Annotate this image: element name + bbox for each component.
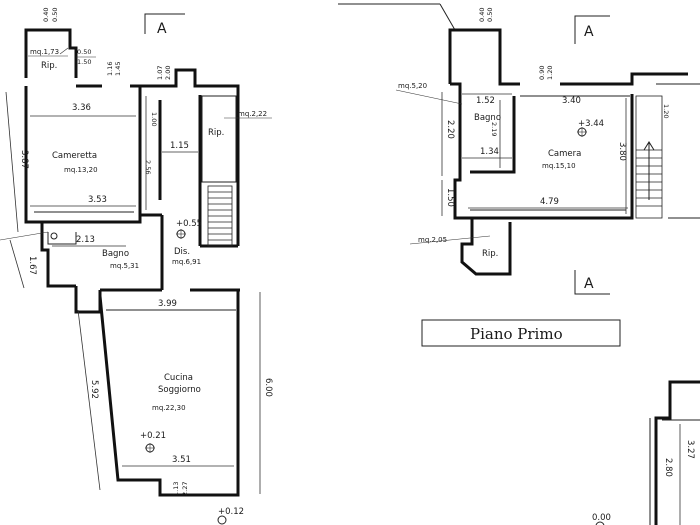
dim-cucina-right: 6.00 <box>263 378 273 397</box>
caption-piano-primo: Piano Primo <box>421 319 621 347</box>
room-cucina-area: mq.22,30 <box>152 404 186 412</box>
ff-room-camera: 3.40 +3.44 Camera mq.15,10 4.79 3.80 1.2… <box>468 96 670 214</box>
room-disimpegno: +0.55 Dis. mq.6,91 <box>172 219 202 266</box>
corridor-dims: 1.00 1.15 2.56 <box>144 96 198 210</box>
ff-bagno-name: Bagno <box>474 113 501 123</box>
section-marker-bottom-right: A <box>574 270 610 295</box>
dim-cameretta-bottom: 3.53 <box>88 195 107 205</box>
ground-floor-stair <box>207 185 233 247</box>
storage-top-area: mq.1,73 <box>30 48 59 56</box>
dim-bagno-height: 1.67 <box>27 256 37 275</box>
ff-dim-top-a: 0.40 <box>478 8 486 22</box>
ground-floor-plan: A mq.1,73 Rip. 0.50 1.50 0.40 0.50 1.16 … <box>0 8 273 525</box>
dim-cameretta-top: 3.36 <box>72 103 91 113</box>
ff-room-bagno: mq.5,20 1.52 Bagno 2.19 1.34 2.20 1.50 <box>395 82 512 216</box>
dim-rip-w2: 1.50 <box>77 58 91 66</box>
ff-dim-150: 1.50 <box>445 188 455 207</box>
room-bagno: 2.13 Bagno mq.5,31 1.67 <box>0 231 139 289</box>
room-bagno-area: mq.5,31 <box>110 262 139 270</box>
partial-dim-280: 2.80 <box>663 458 673 477</box>
ff-level-344: +3.44 <box>578 119 604 129</box>
ff-dim-220: 2.20 <box>445 120 455 139</box>
dim-116: 1.16 <box>106 62 114 76</box>
dim-cameretta-height: 3.87 <box>19 150 29 169</box>
dim-top-b: 0.50 <box>51 8 59 22</box>
storage-top: mq.1,73 Rip. 0.50 1.50 <box>24 28 96 78</box>
caption-text: Piano Primo <box>470 325 563 343</box>
ff-dim-top-b: 0.50 <box>486 8 494 22</box>
ff-dim-219: 2.19 <box>490 122 498 136</box>
first-floor-stair <box>635 83 700 219</box>
ff-rip-area: mq.2,05 <box>418 236 447 244</box>
partial-dim-327: 3.27 <box>685 440 695 459</box>
dim-100: 1.00 <box>150 112 158 126</box>
ff-rip-name: Rip. <box>482 249 498 259</box>
dim-115: 1.15 <box>170 141 189 151</box>
dim-cucina-left: 5.92 <box>89 380 99 399</box>
level-021: +0.21 <box>140 431 166 441</box>
ff-room-rip: Rip. mq.2,05 <box>409 218 512 276</box>
ff-dim-134: 1.34 <box>480 147 499 157</box>
dim-145: 1.45 <box>114 62 122 76</box>
storage-right-name: Rip. <box>208 128 224 138</box>
dim-rip-w1: 0.50 <box>77 48 91 56</box>
dim-top-a: 0.40 <box>42 8 50 22</box>
section-marker-top-right: A <box>574 15 610 44</box>
partial-level: 0.00 <box>592 513 611 523</box>
storage-right-area: mq.2,22 <box>238 110 267 118</box>
ff-dim-152: 1.52 <box>476 96 495 106</box>
ff-dim-380: 3.80 <box>617 142 627 161</box>
dim-256: 2.56 <box>144 160 152 174</box>
section-marker-top-left: A <box>144 13 185 37</box>
room-cameretta-name: Cameretta <box>52 151 97 161</box>
section-letter-ff-top: A <box>584 24 594 40</box>
ff-bagno-area: mq.5,20 <box>398 82 427 90</box>
storage-right: Rip. mq.2,22 <box>201 95 272 183</box>
level-012: +0.12 <box>218 507 244 517</box>
dim-107: 1.07 <box>156 66 164 80</box>
ff-dim-120: 1.20 <box>662 104 670 118</box>
room-cameretta: 3.36 Cameretta mq.13,20 3.53 3.87 <box>5 91 136 233</box>
ff-dim-090: 0.90 <box>538 66 546 80</box>
level-055: +0.55 <box>176 219 202 229</box>
room-bagno-name: Bagno <box>102 249 129 259</box>
dim-bagno-width: 2.13 <box>76 235 95 245</box>
room-cucina-name2: Soggiorno <box>158 385 201 395</box>
room-cucina-name1: Cucina <box>164 373 193 383</box>
ff-camera-name: Camera <box>548 149 581 159</box>
room-cameretta-area: mq.13,20 <box>64 166 98 174</box>
ff-dim-120top: 1.20 <box>546 66 554 80</box>
dim-113: 1.13 <box>172 482 180 496</box>
room-cucina-soggiorno: 3.99 Cucina Soggiorno mq.22,30 +0.21 3.5… <box>74 286 273 525</box>
ff-camera-area: mq.15,10 <box>542 162 576 170</box>
ff-dim-479: 4.79 <box>540 197 559 207</box>
dim-200: 2.00 <box>164 66 172 80</box>
room-dis-area: mq.6,91 <box>172 258 201 266</box>
dim-227: 2.27 <box>181 482 189 496</box>
room-dis-name: Dis. <box>174 247 190 257</box>
storage-top-name: Rip. <box>41 61 57 71</box>
dim-cucina-top: 3.99 <box>158 299 177 309</box>
section-letter-ff-bottom: A <box>584 276 594 292</box>
section-letter: A <box>157 21 167 37</box>
ff-dim-340: 3.40 <box>562 96 581 106</box>
first-floor-plan: A 0.40 0.50 0.90 1.20 <box>338 3 700 347</box>
top-vertical-dims: 0.40 0.50 1.16 1.45 1.07 2.00 <box>42 8 172 80</box>
dim-cucina-bottom: 3.51 <box>172 455 191 465</box>
partial-plan: 2.80 3.27 0.00 <box>592 380 700 525</box>
